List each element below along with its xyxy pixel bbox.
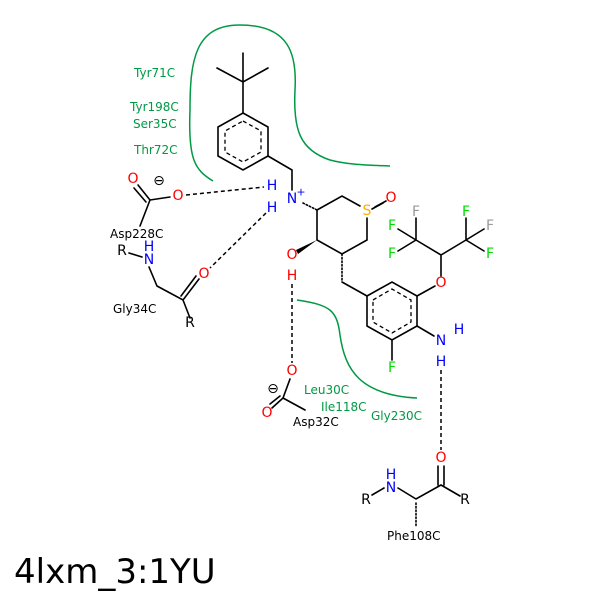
atom-o: O xyxy=(127,171,138,187)
residue-asp32c: Asp32C xyxy=(293,415,339,429)
atom-o-ether: O xyxy=(435,275,446,291)
hydrophobic-contour-bottom xyxy=(296,299,418,399)
atom-n-amine: N xyxy=(436,333,446,349)
atom-f: F xyxy=(388,218,396,234)
residue-tyr71c: Tyr71C xyxy=(133,66,175,80)
residue-tyr198c: Tyr198C xyxy=(129,100,179,114)
charge-plus: + xyxy=(296,186,305,199)
atom-h: H xyxy=(144,239,155,255)
atom-s: S xyxy=(363,203,372,219)
charge-minus: ⊖ xyxy=(153,173,165,189)
atom-o: O xyxy=(435,450,446,466)
residue-gly34c: Gly34C xyxy=(113,302,156,316)
atom-o-hydroxyl: O xyxy=(286,247,297,263)
atom-f: F xyxy=(388,360,396,376)
atom-o: O xyxy=(286,363,297,379)
atom-h: H xyxy=(267,178,278,194)
ligand-bonds xyxy=(128,52,485,528)
atom-h: H xyxy=(436,354,447,370)
hydrophobic-contour-top xyxy=(188,24,391,182)
residue-thr72c: Thr72C xyxy=(133,143,178,157)
atom-r: R xyxy=(185,315,195,331)
residue-ile118c: Ile118C xyxy=(321,400,367,414)
atom-n: N xyxy=(386,480,396,496)
atom-o: O xyxy=(172,188,183,204)
atom-h: H xyxy=(267,200,278,216)
atom-n: N xyxy=(144,252,154,268)
atom-r: R xyxy=(460,492,470,508)
atom-f: F xyxy=(486,246,494,262)
atom-h: H xyxy=(454,322,465,338)
residue-leu30c: Leu30C xyxy=(304,383,349,397)
hydrogen-bonds xyxy=(185,186,442,450)
atom-n-ammonium: N xyxy=(287,191,297,207)
atom-o-sulfoxide: O xyxy=(385,190,396,206)
diagram-title: 4lxm_3:1YU xyxy=(14,552,216,592)
atom-f: F xyxy=(388,246,396,262)
residue-phe108c: Phe108C xyxy=(387,529,441,543)
residue-gly230c: Gly230C xyxy=(371,409,422,423)
atom-f: F xyxy=(412,204,420,220)
atom-o: O xyxy=(198,266,209,282)
atom-f: F xyxy=(486,218,494,234)
atom-h: H xyxy=(386,467,397,483)
atom-labels: N + H H S O O H O F N H H F F F F F F O … xyxy=(117,171,494,508)
atom-r: R xyxy=(361,492,371,508)
charge-minus: ⊖ xyxy=(267,381,279,397)
atom-o: O xyxy=(261,405,272,421)
atom-h-hydroxyl: H xyxy=(287,268,298,284)
residue-asp228c: Asp228C xyxy=(110,227,163,241)
atom-f: F xyxy=(462,204,470,220)
atom-r: R xyxy=(117,243,127,259)
residue-ser35c: Ser35C xyxy=(133,117,177,131)
